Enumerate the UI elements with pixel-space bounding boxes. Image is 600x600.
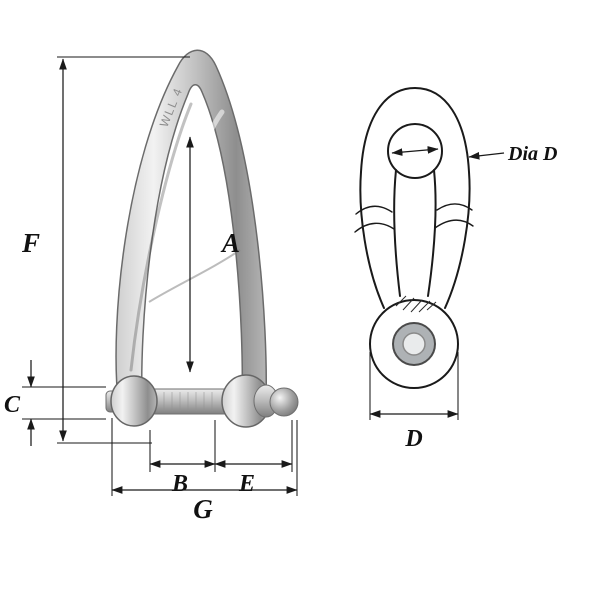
dim-c-label: C <box>4 392 21 418</box>
dimension-F: F <box>21 56 190 444</box>
outline-inner-right <box>427 169 437 297</box>
callout-dia-d: Dia D <box>468 143 557 165</box>
dim-f-label: F <box>21 228 40 258</box>
bow-shadow-line <box>129 102 193 372</box>
bow-twist-seam <box>148 249 241 303</box>
dim-a-label: A <box>220 228 240 258</box>
dia-d-label: Dia D <box>507 143 557 165</box>
dia-d-leader <box>468 151 505 160</box>
dim-b-label: B <box>171 471 188 497</box>
dim-g-label: G <box>193 494 213 524</box>
boss-hatching <box>395 295 437 313</box>
outline-inner-eye <box>387 123 443 179</box>
left-eye <box>110 375 158 427</box>
dimension-G: G <box>111 418 298 524</box>
outline-inner-left <box>393 169 401 297</box>
shackle-line-drawing: Dia D D <box>354 86 557 452</box>
pin-ball-end <box>269 387 299 417</box>
shackle-photo-view: WLL 4 <box>105 49 299 428</box>
inner-dia-arrow <box>391 146 439 156</box>
pin-knurl <box>163 392 213 411</box>
dim-d-label: D <box>404 426 422 452</box>
bow-highlight <box>148 109 225 353</box>
dimension-D: D <box>369 352 459 452</box>
dim-e-label: E <box>238 471 255 497</box>
dimension-B-E: B E <box>149 420 293 497</box>
outline-outer <box>359 86 471 309</box>
twist-marks <box>354 203 474 233</box>
pin-hole <box>402 332 426 356</box>
dimension-C: C <box>4 360 106 446</box>
dimension-A: A <box>186 136 240 373</box>
